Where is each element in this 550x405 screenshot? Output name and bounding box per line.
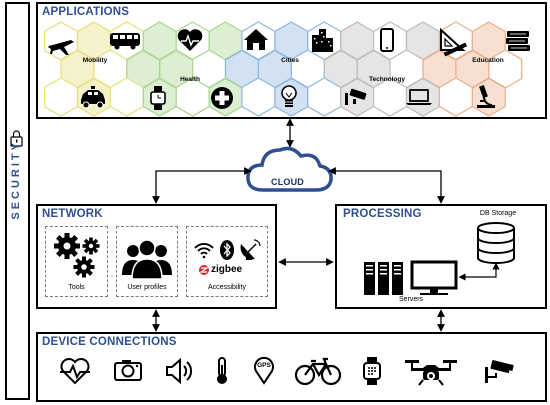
device-connections-title: DEVICE CONNECTIONS: [42, 336, 177, 348]
user-profiles-label: User profiles: [127, 284, 167, 291]
device-connections-panel: [36, 332, 547, 402]
gps-text: GPS: [257, 362, 271, 369]
network-item-tools: [45, 226, 108, 297]
hex-label-education: Education: [472, 57, 504, 64]
tools-label: Tools: [68, 284, 85, 291]
servers-label: Servers: [398, 296, 424, 303]
hex-label-cities: Cities: [281, 57, 299, 64]
hex-label-health: Health: [180, 76, 200, 83]
accessibility-label: Accessibility: [207, 284, 247, 291]
zigbee-label: zigbee: [211, 264, 243, 275]
security-label: SECURITY: [10, 140, 22, 220]
hex-label-technology: Technology: [369, 76, 405, 83]
db-storage-label: DB Storage: [479, 210, 517, 217]
security-bar: [5, 2, 30, 400]
applications-title: APPLICATIONS: [42, 6, 130, 18]
network-item-accessibility: [186, 226, 268, 297]
network-item-user-profiles: [116, 226, 178, 297]
cloud-label: CLOUD: [271, 177, 304, 187]
hex-label-mobility: Mobility: [82, 57, 108, 64]
processing-title: PROCESSING: [343, 208, 422, 220]
network-title: NETWORK: [42, 208, 103, 220]
